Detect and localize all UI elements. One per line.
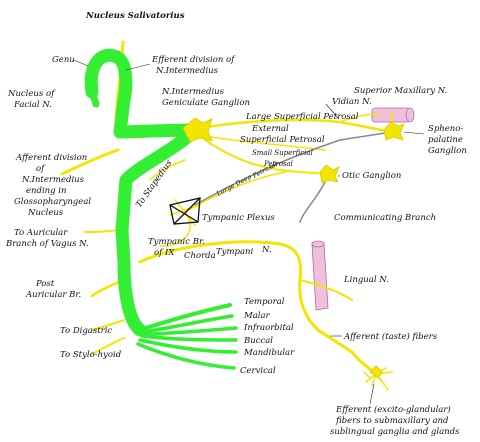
label-to-auricular-2: Branch of Vagus N. [5, 239, 89, 249]
label-mandibular: Mandibular [243, 348, 295, 358]
label-efferent-division: Efferent division of [151, 55, 236, 65]
label-nucleus-facial-2: Facial N. [13, 100, 52, 110]
label-afferent-division-2: of [36, 164, 46, 174]
submaxillary-ganglion-node [369, 365, 383, 379]
label-afferent-taste: Afferent (taste) fibers [343, 331, 438, 342]
label-afferent-division-5: Glossopharyngeal [14, 197, 91, 207]
label-petrosal: Petrosal [263, 160, 293, 168]
label-efferent-division-2: N.Intermedius [155, 66, 219, 76]
label-otic-ganglion: Otic Ganglion [342, 171, 401, 181]
label-afferent-division-3: N.Intermedius [21, 175, 85, 185]
label-tympanic-br: Tympanic Br. [148, 237, 205, 247]
label-to-auricular: To Auricular [14, 228, 68, 238]
label-spheno-3: Ganglion [428, 146, 467, 156]
facial-nerve-trunk [84, 48, 238, 370]
label-tympanic-br-2: of IX [154, 248, 175, 258]
label-nucleus-salivatorius: Nucleus Salivatorius [85, 11, 185, 21]
otic-ganglion-node [319, 164, 340, 184]
label-temporal: Temporal [244, 297, 285, 307]
label-efferent-glandular-3: sublingual ganglia and glands [330, 427, 460, 437]
label-chorda-tympani: Chorda [184, 251, 216, 261]
label-afferent-division: Afferent division [15, 153, 87, 163]
label-vidian: Vidian N. [332, 97, 372, 107]
label-cervical: Cervical [240, 366, 276, 376]
label-malar: Malar [243, 311, 271, 321]
label-n-intermedius: N.Intermedius [161, 87, 225, 97]
label-to-stylo-hyoid: To Stylo-hyoid [60, 350, 122, 360]
label-spheno-2: palatine [428, 135, 463, 145]
label-afferent-division-6: Nucleus [27, 208, 64, 218]
label-efferent-glandular-2: fibers to submaxillary and [335, 416, 449, 426]
label-genu: Genu [52, 55, 75, 65]
label-lingual: Lingual N. [343, 275, 389, 285]
label-chorda-tympani-2: Tympani [216, 247, 254, 257]
label-small-superficial: Small Superficial [252, 149, 313, 157]
label-buccal: Buccal [243, 336, 273, 346]
label-afferent-division-4: ending in [26, 186, 66, 196]
label-large-superficial-petrosal: Large Superficial Petrosal [245, 112, 359, 122]
label-chorda-n: N. [261, 245, 272, 255]
lingual-vessel [311, 240, 329, 311]
label-post-auricular: Post [35, 279, 55, 289]
label-superior-maxillary: Superior Maxillary N. [354, 86, 447, 96]
label-efferent-glandular: Efferent (excito-glandular) [335, 404, 451, 415]
label-external-superficial: External [251, 124, 289, 134]
label-post-auricular-2: Auricular Br. [25, 290, 81, 300]
label-infraorbital: Infraorbital [243, 323, 294, 333]
label-geniculate-ganglion: Geniculate Ganglion [162, 98, 250, 108]
label-to-digastric: To Digastric [60, 326, 112, 336]
geniculate-ganglion-node [182, 117, 213, 143]
label-spheno: Spheno- [428, 124, 463, 134]
label-tympanic-plexus: Tympanic Plexus [202, 213, 275, 223]
label-large-deep-petrosal: Large Deep [214, 172, 253, 198]
tympanic-plexus-node [169, 197, 201, 225]
label-communicating-branch: Communicating Branch [334, 213, 436, 223]
sphenopalatine-ganglion-node [383, 121, 405, 141]
label-external-superficial-2: Superficial Petrosal [240, 135, 325, 145]
label-nucleus-facial: Nucleus of [7, 89, 56, 99]
labels: Nucleus Salivatorius Efferent division o… [5, 11, 467, 437]
leader-lines [73, 59, 425, 405]
nerve-branches [60, 40, 394, 391]
